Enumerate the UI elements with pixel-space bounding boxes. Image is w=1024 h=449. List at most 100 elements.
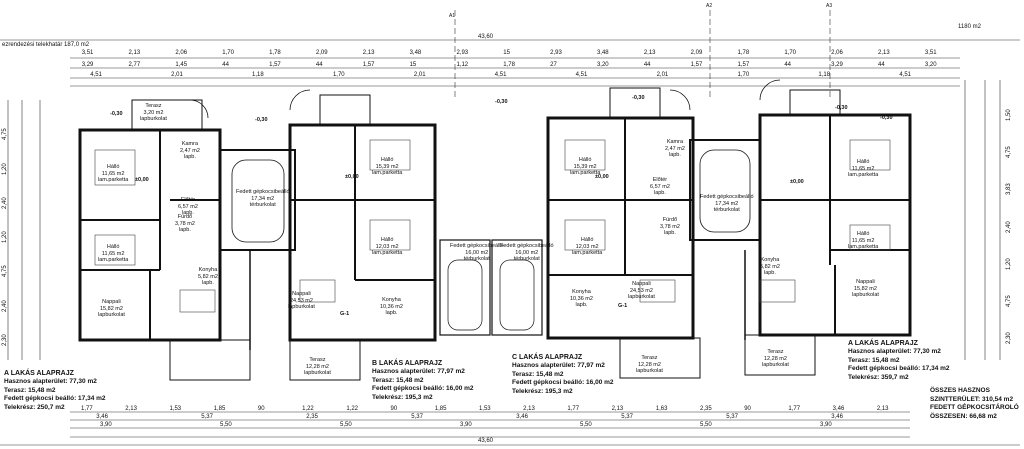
dimension-value: 2,30	[2, 334, 8, 346]
dimension-value: 4,51	[494, 72, 507, 78]
dimension-value: 1,78	[503, 62, 515, 68]
dimension-value: 2,01	[413, 72, 426, 78]
dimension-value: 3,51	[924, 50, 937, 56]
dimension-value: 2,01	[171, 72, 183, 78]
dimension-value: 3,48	[409, 50, 422, 56]
axis-label: A3	[826, 3, 833, 9]
dimension-value: 2,35	[700, 406, 712, 412]
room-floor: lapburkolat	[288, 304, 315, 310]
dimension-value: 2,93	[550, 50, 562, 56]
central-carports	[439, 239, 543, 336]
room-floor: lapb.	[183, 154, 196, 160]
dimension-value: 2,40	[1006, 220, 1012, 233]
dimension-value: 4,75	[1006, 146, 1012, 159]
unit-a-left-terrace	[131, 99, 209, 131]
room-name: Fedett gépkocsibeálló	[236, 189, 290, 195]
dimension-value: 2,13	[128, 50, 141, 56]
level-mark: ±0,00	[345, 174, 359, 180]
room-area: 11,65 m2	[101, 250, 125, 257]
room-name: Előtér	[652, 177, 668, 183]
dimension-value: 1,70	[784, 50, 797, 56]
dimension-value: 3,83	[1006, 183, 1012, 196]
dimension-value: 2,09	[690, 50, 703, 56]
block-line: Hasznos alapterület: 77,97 m2	[512, 362, 605, 369]
bottom-dimension-lines	[0, 411, 1020, 446]
room-area: 10,36 m2	[380, 303, 403, 310]
unit-a-right-terrace	[759, 79, 841, 116]
room-name: Konyha	[572, 289, 591, 295]
dimension-value: 1,57	[269, 62, 281, 68]
dimension-value: 1,22	[302, 406, 314, 412]
dimension-value: 1,85	[434, 406, 447, 412]
axis-label: A1	[449, 13, 456, 19]
room-floor: lapb.	[181, 210, 194, 216]
block-line: Fedett gépkocsi beálló: 16,00 m2	[372, 385, 474, 392]
room-area: 17,34 m2	[715, 200, 739, 207]
room-floor: lapb.	[575, 302, 588, 308]
room-area: 11,65 m2	[101, 170, 125, 177]
room-area: 11,65 m2	[851, 237, 875, 244]
room-area: 3,78 m2	[660, 223, 680, 230]
room-floor: lapburkolat	[636, 368, 663, 374]
room-name: Terasz	[641, 355, 658, 361]
dimension-value: 3,90	[100, 422, 112, 428]
level-mark: -0,30	[835, 105, 848, 111]
dimension-value: 44	[643, 62, 651, 68]
dimension-value: 1,50	[1006, 109, 1012, 122]
block-line: Terasz: 15,48 m2	[848, 356, 900, 364]
dimension-value: 1,85	[213, 406, 226, 412]
dimension-value: 2,13	[876, 406, 889, 412]
dimension-value: 44	[222, 62, 229, 68]
room-name: Konyha	[198, 267, 218, 273]
room-name: Hálló	[856, 231, 870, 237]
room-name: Nappali	[102, 299, 121, 305]
block-title: A LAKÁS ALAPRAJZ	[848, 340, 918, 347]
dimension-value: 5,50	[700, 422, 712, 428]
room-floor: térburkolat	[713, 207, 740, 213]
room-floor: lam.parketta	[848, 172, 879, 178]
dimension-value: 90	[390, 406, 398, 412]
unit-block-b: B LAKÁS ALAPRAJZ Hasznos alapterület: 77…	[372, 360, 474, 401]
level-mark: -0,30	[632, 95, 645, 101]
room-name: Fürdő	[662, 217, 678, 223]
room-name: Hálló	[380, 157, 394, 163]
dimension-value: 1,63	[655, 406, 668, 412]
level-mark: -0,30	[255, 117, 268, 123]
dimension-value: 1,70	[737, 72, 750, 78]
block-line: Fedett gépkocsi beálló: 17,34 m2	[4, 395, 106, 402]
room-name: Konyha	[760, 257, 780, 263]
dimension-value: 1,20	[1006, 258, 1012, 270]
room-name: Terasz	[309, 357, 326, 363]
room-name: Kamra	[666, 139, 684, 145]
top-total-dimension: 43,60	[478, 34, 494, 40]
room-area: 3,20 m2	[143, 109, 164, 116]
dimension-value: 5,37	[411, 414, 423, 420]
room-area: 5,82 m2	[760, 263, 780, 270]
dimension-value: 3,51	[81, 50, 94, 56]
level-mark: ±0,00	[595, 174, 609, 180]
dimension-value: 3,29	[81, 62, 94, 68]
room-floor: lapb.	[763, 270, 776, 276]
unit-b-terrace	[289, 89, 371, 126]
room-area: 24,53 m2	[289, 297, 313, 304]
room-area: 2,47 m2	[180, 147, 200, 154]
level-mark: -0,30	[110, 111, 123, 117]
room-floor: lam.parketta	[570, 170, 601, 176]
room-name: Fedett gépkocsibeálló	[700, 194, 754, 200]
dimension-value: 3,46	[96, 414, 108, 420]
dimension-value: 2,06	[175, 50, 188, 56]
block-line: Telekrész: 359,7 m2	[848, 373, 909, 381]
room-floor: lam.parketta	[372, 170, 403, 176]
dimension-value: 5,37	[726, 414, 738, 420]
